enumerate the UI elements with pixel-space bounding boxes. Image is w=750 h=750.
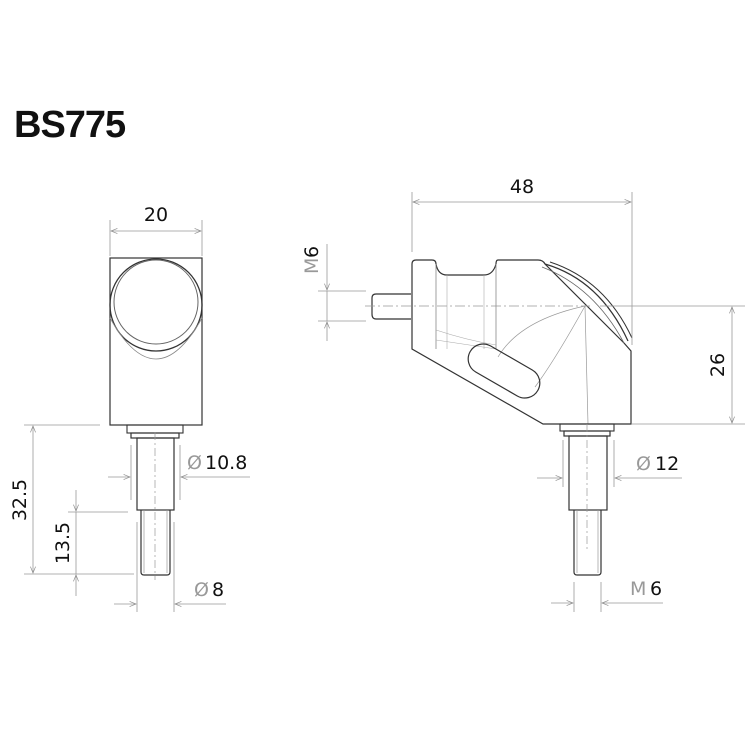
dim-bottom-thread-m6: 6 [650,578,662,600]
diameter-symbol: Ø [636,453,651,475]
side-body-outline [411,259,632,425]
front-view [109,257,203,580]
dim-height-26: 26 [707,353,729,377]
m-prefix: M [301,258,323,274]
dim-length-32-5: 32.5 [9,479,31,521]
side-view [365,259,633,576]
dim-shaft-12: 12 [655,453,679,475]
dim-thread-8: 8 [212,579,224,601]
front-thread [140,510,171,576]
m-prefix: M [630,578,646,600]
diameter-symbol: Ø [194,579,209,601]
front-shaft [136,437,175,511]
front-dimensions [24,220,250,612]
side-shaft [568,435,608,511]
front-body-outline [109,257,203,426]
dim-width-20: 20 [144,204,168,226]
side-top-stud [371,293,411,320]
dim-thread-13-5: 13.5 [52,522,74,564]
front-cap [109,258,203,360]
side-dimensions [318,192,745,612]
dim-top-thread-m6: 6 [301,246,323,258]
part-number-title: BS775 [14,104,126,146]
dim-shaft-10-8: 10.8 [205,452,247,474]
dim-length-48: 48 [510,176,534,198]
side-thread [573,510,602,576]
side-slot [467,343,541,399]
diameter-symbol: Ø [187,452,202,474]
